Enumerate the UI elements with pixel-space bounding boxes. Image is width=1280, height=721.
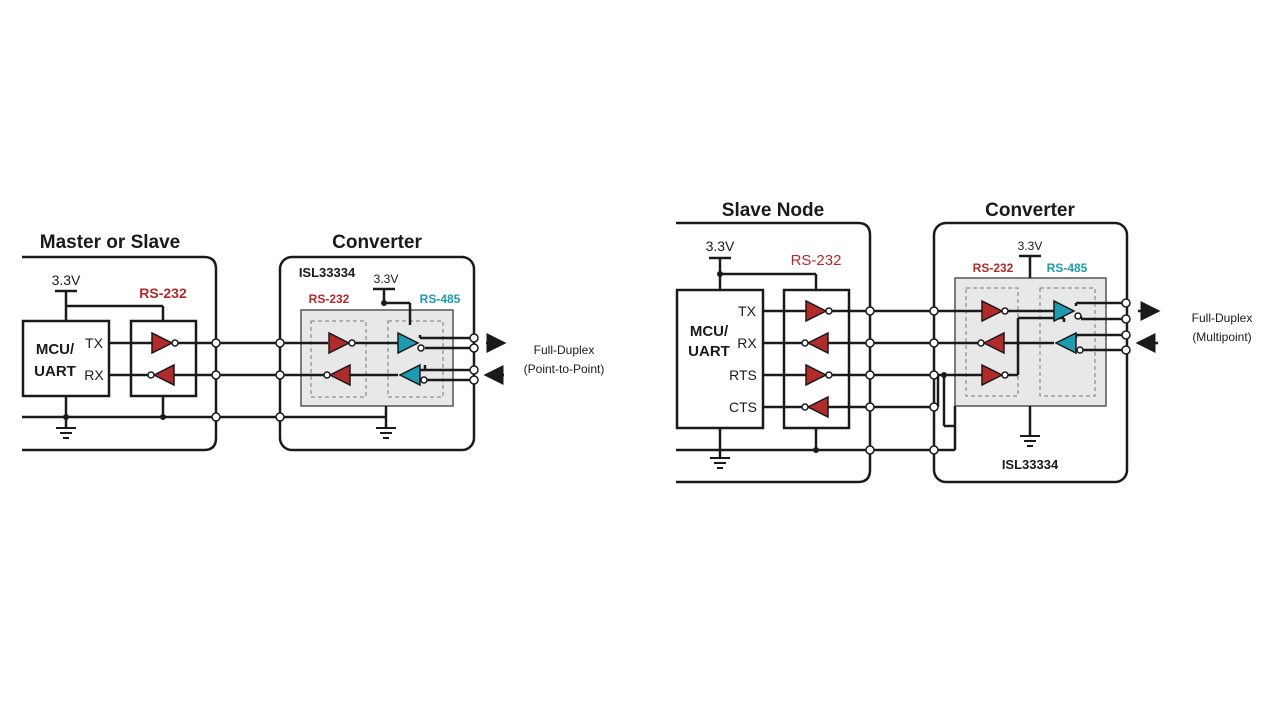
left-duplex-line2: (Point-to-Point) (524, 362, 605, 376)
right-rs232-rx-receiver (801, 331, 829, 355)
right-pin-rts: RTS (729, 367, 757, 383)
right-chip-rs485-block (1039, 287, 1096, 397)
right-slave-title: Slave Node (722, 200, 824, 221)
left-mcu-line1: MCU/ (36, 341, 75, 358)
left-vcc-conv: 3.3V (374, 272, 399, 286)
left-master-title: Master or Slave (40, 232, 180, 253)
right-chip-name: ISL33334 (1002, 457, 1059, 472)
left-pin-tx: TX (85, 335, 104, 351)
left-mcu-box (21, 319, 111, 398)
left-chip-rs232-driver (328, 331, 356, 355)
right-chip-rs485-driver (1053, 299, 1082, 323)
right-mcu-line1: MCU/ (690, 323, 729, 340)
right-duplex-line1: Full-Duplex (1192, 311, 1253, 325)
left-chip-body (300, 309, 454, 407)
right-converter-title: Converter (985, 200, 1075, 221)
left-chip-rs232-block (310, 320, 367, 398)
right-vcc-conv: 3.3V (1018, 239, 1043, 253)
right-ground-icon (710, 457, 730, 469)
left-master-board (22, 255, 218, 452)
right-junctions (717, 271, 947, 453)
right-nodes (865, 298, 1131, 455)
left-conv-ground-icon (376, 427, 396, 439)
right-chip-rs485: RS-485 (1047, 261, 1088, 275)
left-duplex-line1: Full-Duplex (534, 343, 595, 357)
left-converter-board (278, 255, 476, 452)
left-diagram (21, 255, 476, 452)
right-chip-rs485-receiver (1054, 331, 1084, 355)
left-chip-rs485-receiver (398, 363, 428, 387)
left-chip-rs485-block (387, 320, 444, 398)
right-chip-rs232-driver-1 (981, 299, 1009, 323)
right-chip-rs232: RS-232 (973, 261, 1014, 275)
right-conv-ground-icon (1020, 435, 1040, 447)
left-mcu-line2: UART (34, 363, 76, 380)
left-vcc-mcu: 3.3V (52, 272, 81, 288)
left-converter-title: Converter (332, 232, 422, 253)
left-chip-name: ISL33334 (299, 265, 356, 280)
right-vcc-mcu: 3.3V (706, 238, 735, 254)
right-chip-rs232-receiver (977, 331, 1005, 355)
left-rs232-label: RS-232 (139, 285, 187, 301)
right-duplex-line2: (Multipoint) (1192, 330, 1251, 344)
left-pin-rx: RX (84, 367, 104, 383)
left-chip-rs485: RS-485 (420, 292, 461, 306)
right-rs232-rts-driver (805, 363, 833, 387)
right-rs232-cts-receiver (801, 395, 829, 419)
left-rs232-rx-receiver (147, 363, 175, 387)
left-rs232-tx-driver (151, 331, 179, 355)
left-chip-rs232: RS-232 (309, 292, 350, 306)
right-slave-board (676, 221, 872, 484)
right-mcu-line2: UART (688, 343, 730, 360)
left-chip-rs485-driver (397, 331, 425, 355)
left-junctions (63, 300, 387, 420)
left-nodes (211, 333, 479, 422)
left-chip-rs232-receiver (323, 363, 351, 387)
right-pin-rx: RX (737, 335, 757, 351)
left-ground-icon (56, 427, 76, 439)
right-rs232-tx-driver (805, 299, 833, 323)
left-rs232-box (129, 319, 198, 398)
right-pin-tx: TX (738, 303, 757, 319)
right-pin-cts: CTS (729, 399, 757, 415)
right-rs232-label: RS-232 (791, 252, 842, 269)
right-chip-rs232-driver-2 (981, 363, 1009, 387)
